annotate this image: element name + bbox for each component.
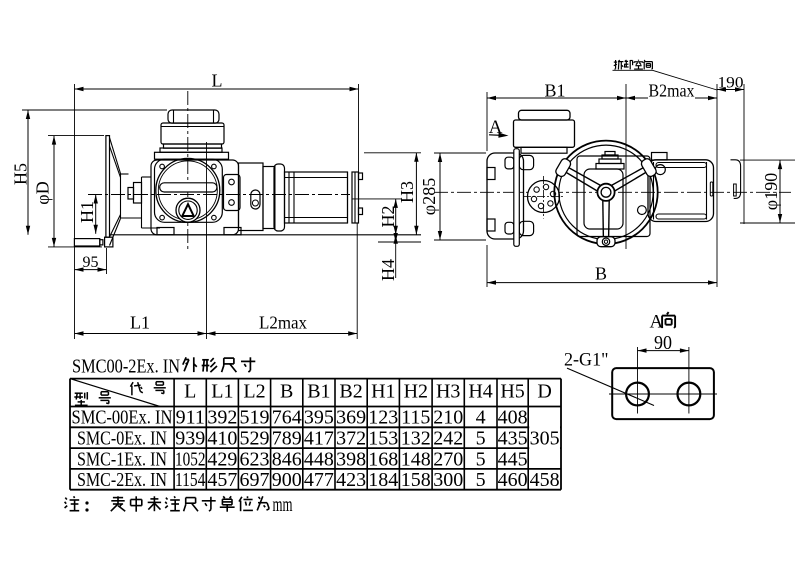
svg-text:φD: φD [33, 181, 53, 204]
svg-text:242: 242 [433, 428, 463, 450]
svg-text:448: 448 [304, 448, 334, 470]
svg-text:372: 372 [336, 428, 366, 450]
svg-text:158: 158 [401, 469, 431, 491]
svg-text:L2max: L2max [259, 313, 307, 333]
svg-text:911: 911 [176, 407, 205, 429]
svg-text:B: B [595, 264, 607, 284]
svg-text:SMC-0Ex. IN: SMC-0Ex. IN [77, 428, 167, 450]
svg-text:846: 846 [272, 448, 302, 470]
svg-text:900: 900 [272, 469, 302, 491]
svg-text:369: 369 [336, 407, 366, 429]
svg-text:B: B [280, 381, 293, 403]
svg-text:184: 184 [368, 469, 398, 491]
svg-text:300: 300 [433, 469, 463, 491]
svg-text:φ285: φ285 [419, 178, 439, 215]
svg-text:423: 423 [336, 469, 366, 491]
svg-text:SMC-00Ex. IN: SMC-00Ex. IN [72, 407, 173, 429]
svg-text:410: 410 [207, 428, 237, 450]
svg-text:1154: 1154 [175, 469, 206, 491]
svg-text:123: 123 [368, 407, 398, 429]
svg-text:H1: H1 [77, 201, 97, 223]
svg-text:H4: H4 [468, 381, 492, 403]
svg-text:SMC-2Ex. IN: SMC-2Ex. IN [77, 469, 167, 491]
svg-text:H1: H1 [371, 381, 395, 403]
svg-text:SMC-1Ex. IN: SMC-1Ex. IN [77, 448, 167, 470]
svg-text:mm: mm [273, 494, 293, 516]
svg-text:L1: L1 [130, 313, 150, 333]
svg-text:90: 90 [654, 332, 672, 354]
svg-text:L: L [184, 381, 196, 403]
svg-text:115: 115 [401, 407, 430, 429]
svg-text:5: 5 [476, 428, 486, 450]
svg-text:H3: H3 [436, 381, 460, 403]
svg-text:519: 519 [240, 407, 270, 429]
svg-text:477: 477 [304, 469, 334, 491]
svg-text:B1: B1 [307, 381, 330, 403]
svg-text:939: 939 [175, 428, 205, 450]
svg-text:210: 210 [433, 407, 463, 429]
svg-text:H2: H2 [378, 206, 398, 228]
svg-text:153: 153 [368, 428, 398, 450]
svg-text:697: 697 [240, 469, 270, 491]
svg-text:529: 529 [240, 428, 270, 450]
svg-text:1052: 1052 [175, 448, 206, 470]
svg-text:398: 398 [336, 448, 366, 470]
svg-text:270: 270 [433, 448, 463, 470]
svg-text:435: 435 [498, 428, 528, 450]
svg-text:417: 417 [304, 428, 334, 450]
svg-text:H3: H3 [397, 181, 417, 203]
svg-text:L: L [212, 71, 223, 91]
svg-text:L1: L1 [211, 381, 233, 403]
svg-text:460: 460 [498, 469, 528, 491]
svg-text:457: 457 [207, 469, 237, 491]
svg-text:H2: H2 [404, 381, 428, 403]
svg-text:190: 190 [718, 74, 744, 91]
svg-text:395: 395 [304, 407, 334, 429]
svg-text:148: 148 [401, 448, 431, 470]
svg-text:L2: L2 [243, 381, 265, 403]
svg-text:789: 789 [272, 428, 302, 450]
svg-text:H5: H5 [500, 381, 524, 403]
svg-text:95: 95 [83, 254, 99, 271]
svg-text:H5: H5 [11, 163, 31, 185]
svg-text:429: 429 [207, 448, 237, 470]
svg-text:A: A [650, 312, 664, 333]
svg-text:5: 5 [476, 469, 486, 491]
svg-text:305: 305 [530, 428, 560, 450]
svg-text:2-G1": 2-G1" [564, 350, 609, 371]
svg-text:392: 392 [207, 407, 237, 429]
svg-text:764: 764 [272, 407, 302, 429]
svg-text:408: 408 [498, 407, 528, 429]
svg-text:D: D [537, 381, 551, 403]
svg-text:B1: B1 [544, 81, 565, 101]
svg-text:B2max: B2max [649, 81, 695, 101]
svg-text:SMC00-2Ex. IN: SMC00-2Ex. IN [72, 356, 180, 378]
svg-text:132: 132 [401, 428, 431, 450]
svg-text:458: 458 [530, 469, 560, 491]
svg-text:φ190: φ190 [761, 173, 781, 210]
svg-text:H4: H4 [378, 259, 398, 281]
svg-text:B2: B2 [339, 381, 362, 403]
svg-text:623: 623 [240, 448, 270, 470]
svg-text:5: 5 [476, 448, 486, 470]
svg-text:4: 4 [476, 407, 486, 429]
svg-text:445: 445 [498, 448, 528, 470]
svg-text:168: 168 [368, 448, 398, 470]
